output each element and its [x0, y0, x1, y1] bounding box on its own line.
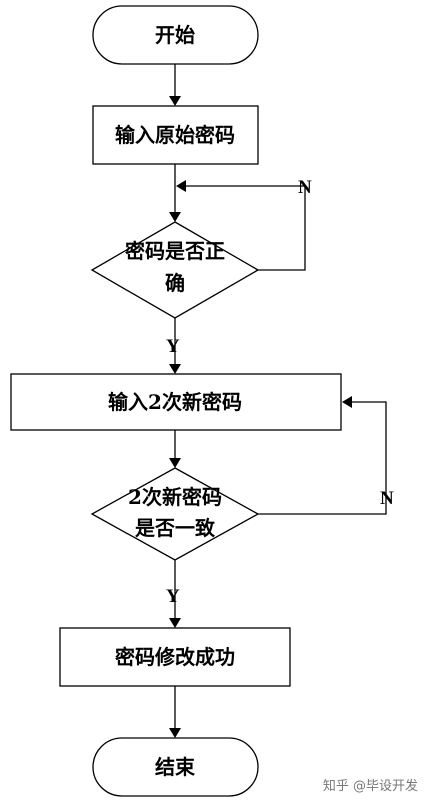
arrowhead	[176, 180, 186, 192]
arrowhead	[169, 96, 181, 106]
arrowhead	[169, 458, 181, 468]
success-label: 密码修改成功	[115, 645, 235, 669]
end-terminal	[92, 737, 259, 797]
check-old-line2: 确	[165, 271, 185, 295]
arrowhead	[169, 728, 181, 738]
check-old-line1: 密码是否正	[125, 239, 225, 263]
input-new-password-label: 输入2次新密码	[108, 390, 242, 414]
yes-label-1: Y	[166, 336, 180, 357]
input-old-password-box	[92, 105, 259, 165]
check-old-password-diamond	[90, 221, 260, 319]
arrowhead	[342, 396, 352, 408]
connector-check-old-no-loop	[186, 185, 306, 271]
connector-check-new-no-loop	[258, 401, 387, 515]
no-label-2: N	[380, 488, 394, 509]
start-label: 开始	[155, 23, 195, 47]
input-old-password-label: 输入原始密码	[115, 123, 235, 147]
arrowhead	[169, 212, 181, 222]
watermark: 知乎 @毕设开发	[323, 778, 418, 794]
end-label: 结束	[155, 755, 196, 779]
arrowhead	[169, 618, 181, 628]
check-new-line1: 2次新密码	[128, 485, 222, 509]
check-new-line2: 是否一致	[134, 516, 216, 540]
check-new-password-diamond	[90, 467, 260, 561]
input-new-password-box	[10, 373, 342, 431]
yes-label-2: Y	[166, 586, 180, 607]
arrowhead	[169, 364, 181, 374]
no-label-1: N	[298, 177, 312, 198]
